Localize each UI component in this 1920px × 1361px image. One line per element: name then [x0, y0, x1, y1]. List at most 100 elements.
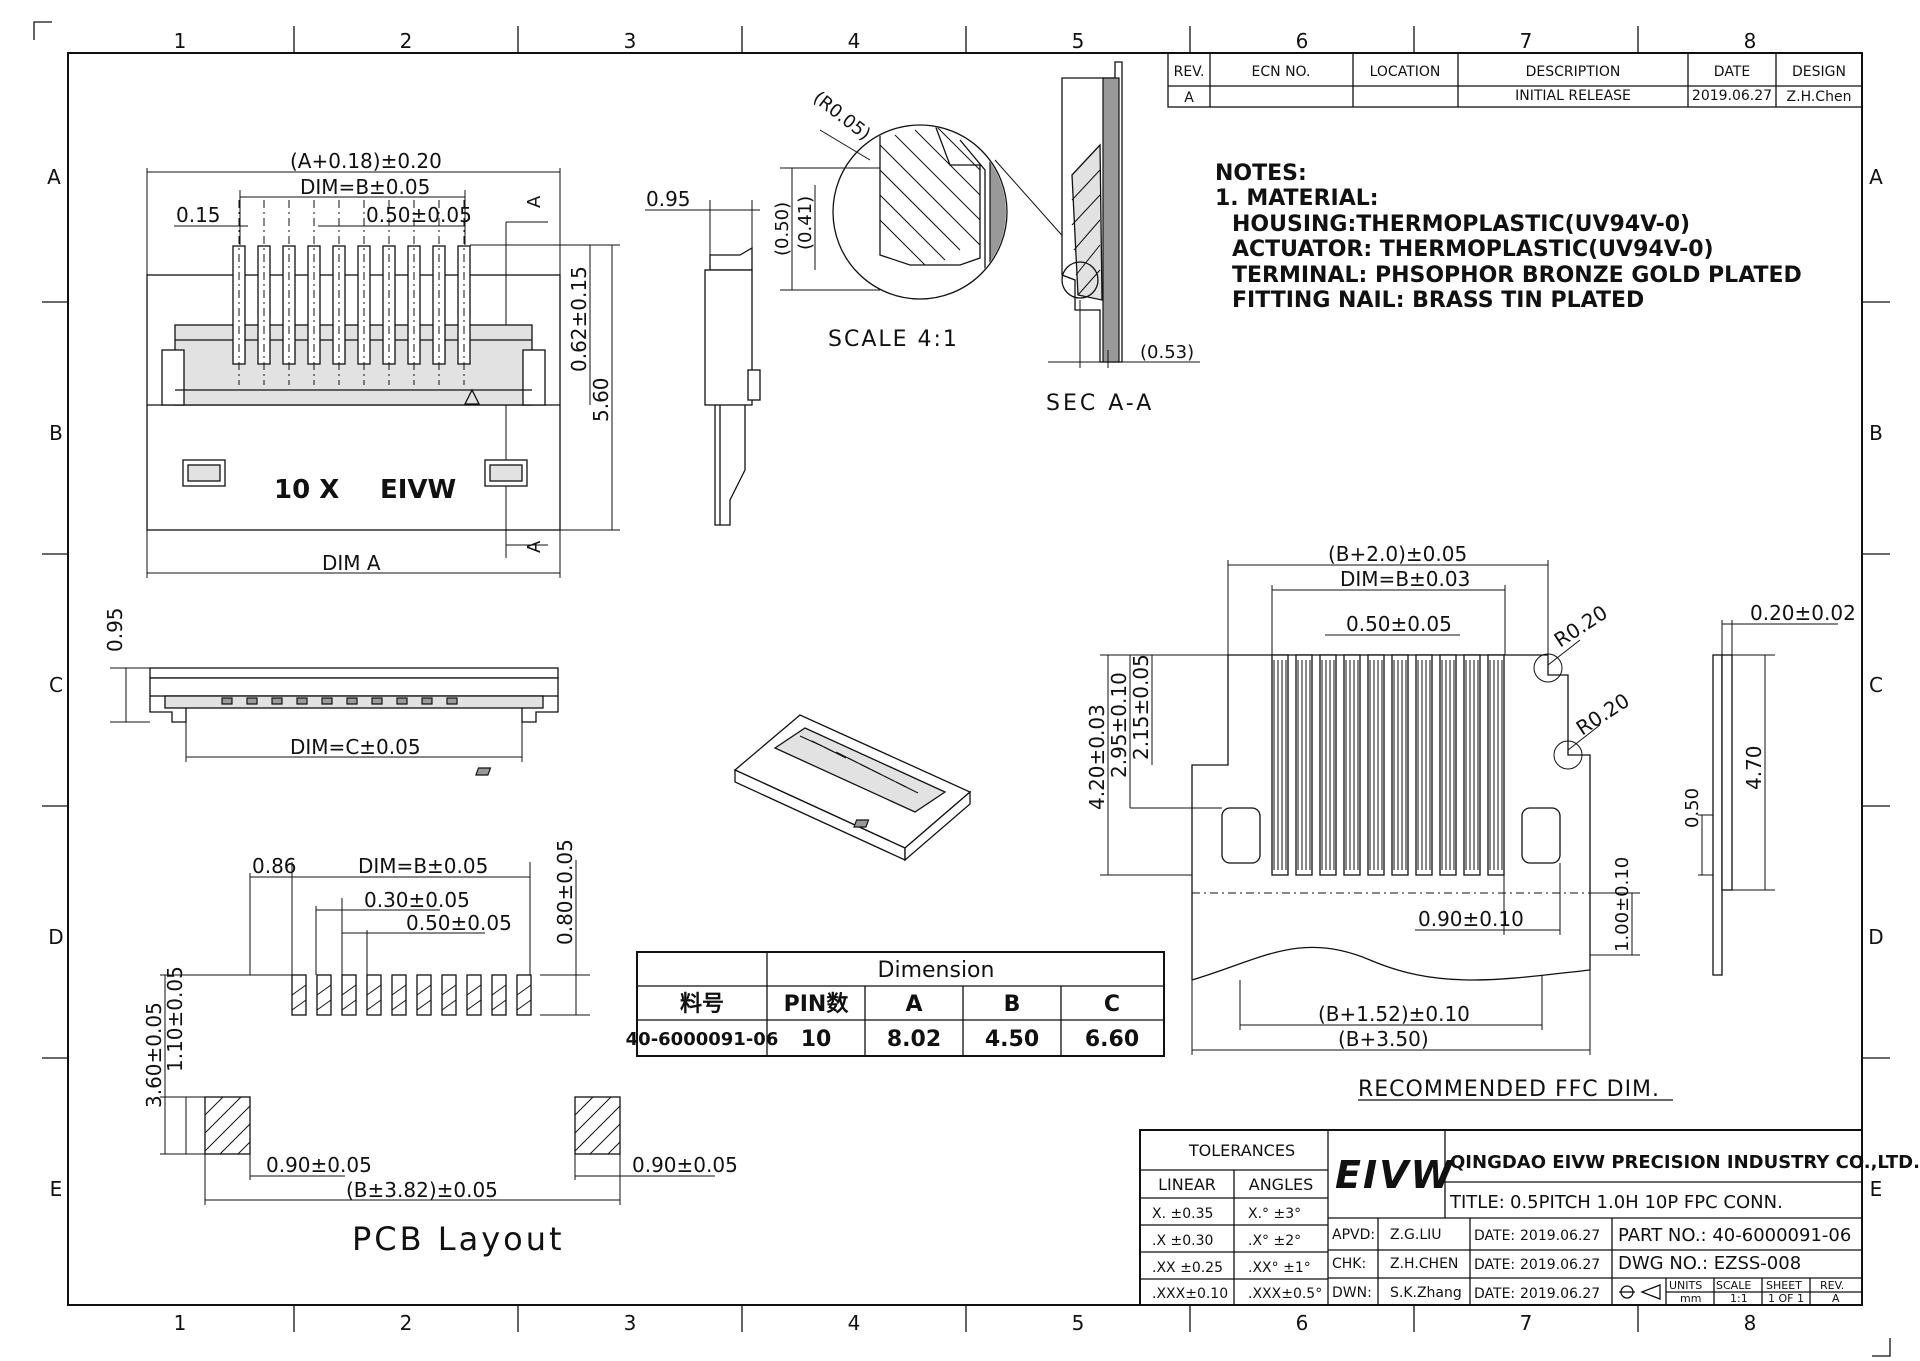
ffc-side-dim-050: 0.50	[1682, 788, 1703, 828]
dim-table-cell: 4.50	[985, 1027, 1039, 1052]
rev-cell: 2019.06.27	[1692, 88, 1772, 104]
ffc-dim-295: 2.95±0.10	[1107, 672, 1131, 778]
front-dim-095: 0.95	[103, 607, 127, 652]
tb-chk: Z.H.CHEN	[1390, 1256, 1458, 1272]
col-label: 6	[1296, 1311, 1309, 1335]
tb-dwn-label: DWN:	[1332, 1285, 1372, 1301]
pcb-dim-090-right: 0.90±0.05	[632, 1153, 738, 1177]
tb-scale: 1:1	[1730, 1292, 1748, 1305]
tb-linear-row: .XXX±0.10	[1152, 1286, 1228, 1302]
col-label: 7	[1520, 1311, 1533, 1335]
rev-header: DATE	[1714, 64, 1750, 80]
col-label: 5	[1072, 29, 1085, 53]
front-dim-c: DIM=C±0.05	[290, 735, 421, 759]
tb-date: 2019.06.27	[1520, 1228, 1600, 1244]
col-label: 4	[848, 1311, 861, 1335]
dim-table-header: B	[1004, 992, 1021, 1017]
row-label: B	[1869, 421, 1883, 445]
tb-date: 2019.06.27	[1520, 1257, 1600, 1273]
tb-linear-row: .XX ±0.25	[1152, 1260, 1223, 1276]
pcb-dim-360: 3.60±0.05	[142, 1002, 166, 1108]
tb-apvd: Z.G.LIU	[1390, 1227, 1442, 1243]
ffc-dim-b20: (B+2.0)±0.05	[1328, 542, 1467, 566]
dim-015: 0.15	[176, 203, 221, 227]
pcb-dim-110: 1.10±0.05	[163, 966, 187, 1072]
tb-sheet-label: SHEET	[1766, 1279, 1802, 1292]
tb-date: 2019.06.27	[1520, 1286, 1600, 1302]
dim-a: DIM A	[322, 551, 381, 575]
tb-rev-label: REV.	[1820, 1279, 1844, 1292]
pcb-dim-086: 0.86	[252, 854, 297, 878]
col-label: 2	[400, 29, 413, 53]
rev-cell: INITIAL RELEASE	[1515, 88, 1631, 104]
ffc-r2: R0.20	[1572, 688, 1634, 740]
tb-company: QINGDAO EIVW PRECISION INDUSTRY CO.,LTD.	[1450, 1152, 1920, 1173]
tb-apvd-label: APVD:	[1332, 1227, 1375, 1243]
col-label: 8	[1744, 1311, 1757, 1335]
col-label: 4	[848, 29, 861, 53]
row-label: A	[47, 165, 61, 189]
dim-table-cell: 6.60	[1085, 1027, 1139, 1052]
notes-item: 1. MATERIAL:	[1215, 186, 1379, 211]
tb-angle-row: .X° ±2°	[1248, 1233, 1301, 1249]
tb-date-label: DATE:	[1474, 1228, 1515, 1244]
tb-linear-row: .X ±0.30	[1152, 1233, 1213, 1249]
notes-line: FITTING NAIL: BRASS TIN PLATED	[1232, 288, 1644, 313]
tb-scale-label: SCALE	[1716, 1279, 1751, 1292]
side-dim-095: 0.95	[646, 187, 691, 211]
iso-view	[475, 714, 972, 862]
detail-dim-050: (0.50)	[772, 202, 793, 256]
section-mark: A	[524, 195, 545, 208]
row-label: A	[1869, 165, 1883, 189]
col-label: 7	[1520, 29, 1533, 53]
col-label: 1	[174, 29, 187, 53]
ffc-dim-090: 0.90±0.10	[1418, 907, 1524, 931]
row-label: B	[49, 421, 63, 445]
col-label: 6	[1296, 29, 1309, 53]
drawing-frame: 1 2 3 4 5 6 7 8 1 2 3 4 5 6 7 8 A B C D …	[33, 21, 1891, 1357]
pcb-dim-050: 0.50±0.05	[406, 911, 512, 935]
row-label: D	[48, 925, 63, 949]
col-label: 5	[1072, 1311, 1085, 1335]
detail-dim-041: (0.41)	[795, 196, 816, 250]
dimension-table: Dimension 料号 PIN数 A B C 40-6000091-06 10…	[626, 951, 1165, 1057]
col-label: 2	[400, 1311, 413, 1335]
top-view: (A+0.18)±0.20 DIM=B±0.05 0.15 0.50±0.05 …	[146, 149, 620, 578]
notes-heading: NOTES:	[1215, 161, 1307, 186]
col-label: 1	[174, 1311, 187, 1335]
tb-angle-row: .XXX±0.5°	[1248, 1286, 1322, 1302]
tb-sheet: 1 OF 1	[1768, 1292, 1804, 1305]
row-label: E	[1870, 1177, 1883, 1201]
section-dim-053: (0.53)	[1140, 342, 1194, 363]
detail-scale: SCALE 4:1	[828, 327, 959, 352]
ffc-dim-420: 4.20±0.03	[1085, 704, 1109, 810]
ffc-r1: R0.20	[1550, 600, 1612, 652]
tb-angle-row: .XX° ±1°	[1248, 1260, 1311, 1276]
dim-table-cell: 8.02	[887, 1027, 941, 1052]
ffc-dim-215: 2.15±0.05	[1129, 654, 1153, 760]
tb-dwn: S.K.Zhang	[1390, 1285, 1462, 1301]
dim-table-header: 料号	[680, 992, 724, 1017]
tb-linear-row: X. ±0.35	[1152, 1206, 1213, 1222]
col-label: 8	[1744, 29, 1757, 53]
revision-table: REV. ECN NO. LOCATION DESCRIPTION DATE D…	[1167, 52, 1863, 108]
ffc-label: RECOMMENDED FFC DIM.	[1358, 1077, 1660, 1102]
tb-rev: A	[1832, 1292, 1840, 1305]
notes-line: TERMINAL: PHSOPHOR BRONZE GOLD PLATED	[1232, 263, 1802, 288]
tb-angle-row: X.° ±3°	[1248, 1206, 1301, 1222]
ffc-side-dim-470: 4.70	[1742, 745, 1766, 790]
row-label: D	[1868, 925, 1883, 949]
marking-pins: 10 X	[274, 475, 339, 505]
tb-part-no: PART NO.: 40-6000091-06	[1618, 1225, 1851, 1246]
ffc-dim-b: DIM=B±0.03	[1340, 567, 1470, 591]
tb-linear: LINEAR	[1158, 1175, 1216, 1194]
pcb-label: PCB Layout	[352, 1220, 565, 1258]
tb-angles: ANGLES	[1249, 1175, 1314, 1194]
dim-062: 0.62±0.15	[567, 266, 591, 372]
ffc-side-view: 0.20±0.02 4.70 0.50	[1682, 601, 1856, 976]
detail-view: (R0.05) (0.50) (0.41) SCALE 4:1	[772, 87, 1076, 352]
ffc-dim-b350: (B+3.50)	[1338, 1027, 1429, 1051]
section-view: (0.53) SEC A-A	[1046, 61, 1200, 416]
pcb-dim-b: DIM=B±0.05	[358, 854, 488, 878]
